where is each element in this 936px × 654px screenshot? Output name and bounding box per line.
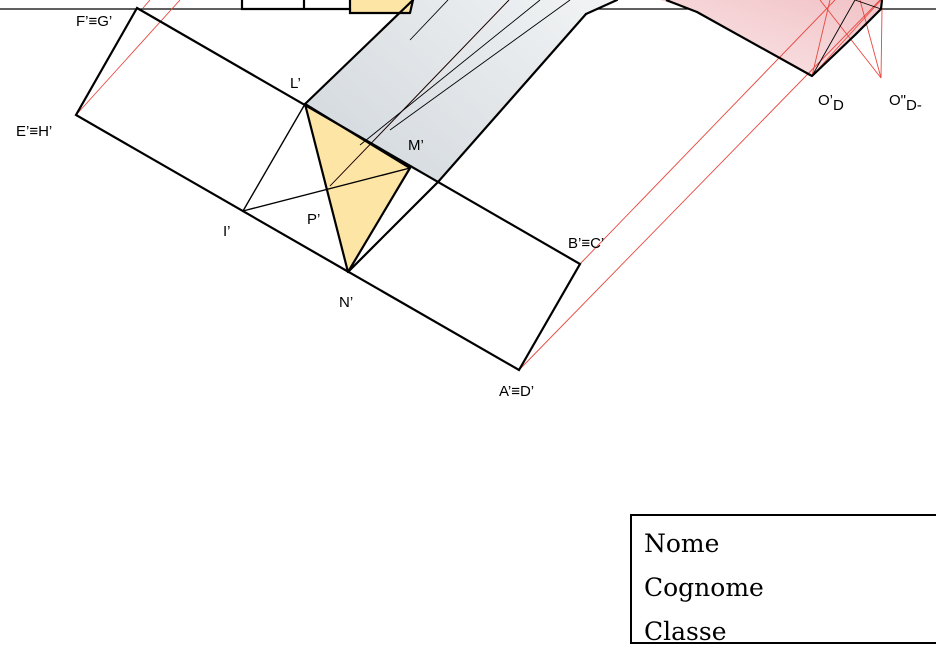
prism-inner-lines xyxy=(329,0,882,187)
label-fg: F’≡G’ xyxy=(76,13,112,30)
label-n: N’ xyxy=(339,294,353,311)
classe-field[interactable]: Classe xyxy=(644,617,727,646)
section-triangle-yellow xyxy=(305,104,410,272)
pyramid-thin-lines xyxy=(242,103,411,273)
label-od: O’D xyxy=(818,92,844,114)
label-l: L’ xyxy=(290,75,301,92)
cognome-field[interactable]: Cognome xyxy=(644,573,764,602)
label-i: I’ xyxy=(223,223,231,240)
label-bc: B’≡C’ xyxy=(568,235,604,252)
top-yellow-rect xyxy=(350,0,412,13)
label-od2: O"D- xyxy=(889,92,922,114)
label-m: M’ xyxy=(408,137,424,154)
pink-shaded-region xyxy=(660,0,882,76)
label-ad: A’≡D’ xyxy=(499,383,534,400)
label-eh: E’≡H’ xyxy=(16,123,52,140)
pink-region-edges xyxy=(665,0,884,78)
top-boxes xyxy=(240,0,410,15)
base-rectangle-outline xyxy=(74,6,582,372)
technical-drawing: F’≡G’ E’≡H’ L’ M’ I’ P’ N’ B’≡C’ A’≡D’ O… xyxy=(0,0,936,400)
nome-field[interactable]: Nome xyxy=(644,529,720,558)
student-info-box: Nome Cognome Classe xyxy=(630,514,936,646)
label-p: P’ xyxy=(307,211,320,228)
triangle-edges xyxy=(303,102,412,274)
prism-edges xyxy=(303,0,619,274)
